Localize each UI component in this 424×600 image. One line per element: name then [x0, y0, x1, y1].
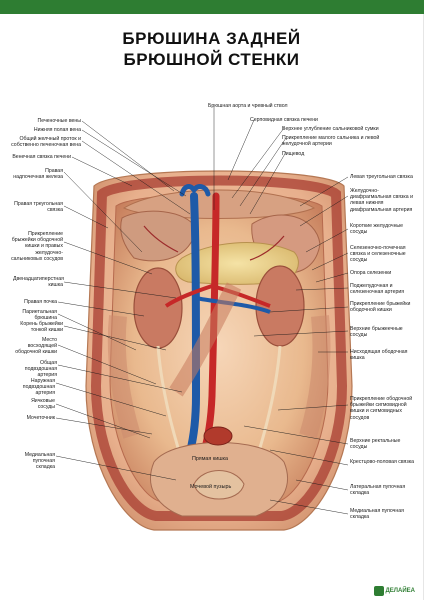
brand-logo-icon: [373, 586, 384, 596]
label-pancreatic-splenic-artery: Поджелудочная и селезеночная артерия: [350, 283, 405, 296]
label-spleen-support: Опора селезенки: [350, 270, 392, 276]
label-splenorenal-ligament: Селезеночно-почечная связка и селезеночн…: [350, 245, 406, 264]
label-right-kidney: Правая почка: [24, 299, 57, 305]
label-superior-mesenteric-vessels: Верхние брыжеечные сосуды: [350, 326, 403, 339]
brand-name: ДЕЛАЙЕА: [385, 588, 415, 594]
label-duodenum: Двенадцатиперстная кишка: [13, 276, 64, 289]
poster-title-line-1: БРЮШИНА ЗАДНЕЙ: [122, 29, 301, 48]
label-ureter: Мочеточник: [26, 415, 55, 421]
label-short-gastric-vessels: Короткие желудочные сосуды: [350, 223, 404, 236]
label-common-iliac-artery: Общая подвздошная артерия: [24, 360, 57, 379]
poster-title-line-2: БРЮШНОЙ СТЕНКИ: [123, 50, 300, 69]
label-parietal-peritoneum: Париетальная брюшина: [22, 309, 57, 322]
label-testicular-vessels: Яичковые сосуды: [31, 398, 55, 411]
renal-artery-left: [211, 284, 271, 308]
label-inferior-vena-cava: Нижняя полая вена: [33, 127, 81, 133]
top-accent-bar: [0, 0, 424, 14]
label-lateral-umbilical-fold: Латеральная пупочная складка: [350, 484, 406, 497]
label-abdominal-aorta: Брюшная аорта и чревный ствол: [208, 103, 288, 109]
caption-rectum: Прямая кишка: [192, 456, 229, 462]
label-medial-umbilical-fold-right: Медиальная пупочная складка: [350, 508, 404, 521]
decorative-vessel-1: [143, 225, 179, 253]
decorative-vessel-2: [249, 235, 285, 261]
label-gastrophrenic-ligament: Желудочно-диафрагмальная связка и левая …: [350, 188, 414, 213]
label-falciform-ligament: Серповидная связка печени: [250, 117, 318, 123]
poster-title: БРЮШИНА ЗАДНЕЙ БРЮШНОЙ СТЕНКИ: [0, 28, 423, 70]
mesentery-root: [169, 282, 242, 397]
label-superior-recess: Верхнее углубление сальниковой сумки: [282, 126, 379, 132]
label-superior-rectal-vessels: Верхние ректальные сосуды: [350, 438, 401, 451]
left-kidney: [255, 265, 305, 347]
label-right-triangular-ligament: Правая треугольная связка: [14, 201, 63, 214]
anatomy-illustration: [85, 170, 353, 531]
label-ascending-colon-place: Место восходящей ободочной кишки: [15, 337, 57, 356]
label-descending-colon: Нисходящая ободочная кишка: [350, 349, 408, 362]
brand: ДЕЛАЙЕА: [373, 586, 415, 596]
label-common-bile-duct: Общий желчный проток и собственно печено…: [11, 136, 81, 149]
bladder: [193, 470, 245, 500]
label-mesentery-root: Корень брыжейки тонкой кишки: [20, 321, 63, 334]
label-mesocolon-attachment-right: Прикрепление брыжейки ободочной кишки: [350, 301, 411, 314]
label-external-iliac-artery: Наружная подвздошная артерия: [22, 378, 55, 397]
caption-bladder: Мочевой пузырь: [190, 484, 232, 490]
descending-colon-bed: [299, 315, 331, 439]
label-sigmoid-mesocolon: Прикрепление ободочной брыжейки сигмовид…: [350, 396, 413, 421]
label-sacrogenital-ligament: Крестцово-половая связка: [350, 459, 414, 465]
label-lesser-omentum-attachment: Прикрепление малого сальника и левой жел…: [282, 135, 380, 148]
rectum: [203, 426, 233, 446]
renal-artery-right: [164, 284, 213, 308]
label-esophagus: Пищевод: [282, 151, 305, 157]
label-right-adrenal: Правая надпочечная железа: [13, 168, 63, 181]
right-kidney: [133, 267, 183, 349]
label-left-triangular-ligament: Левая треугольная связка: [350, 174, 413, 180]
label-mesocolon-attachment: Прикрепление брыжейки ободочной кишки и …: [11, 231, 63, 262]
label-coronary-ligament: Венечная связка печени: [12, 154, 71, 160]
label-medial-umbilical-fold-left: Медиальная пупочная складка: [24, 452, 55, 471]
label-hepatic-veins: Печеночные вены: [37, 118, 81, 124]
